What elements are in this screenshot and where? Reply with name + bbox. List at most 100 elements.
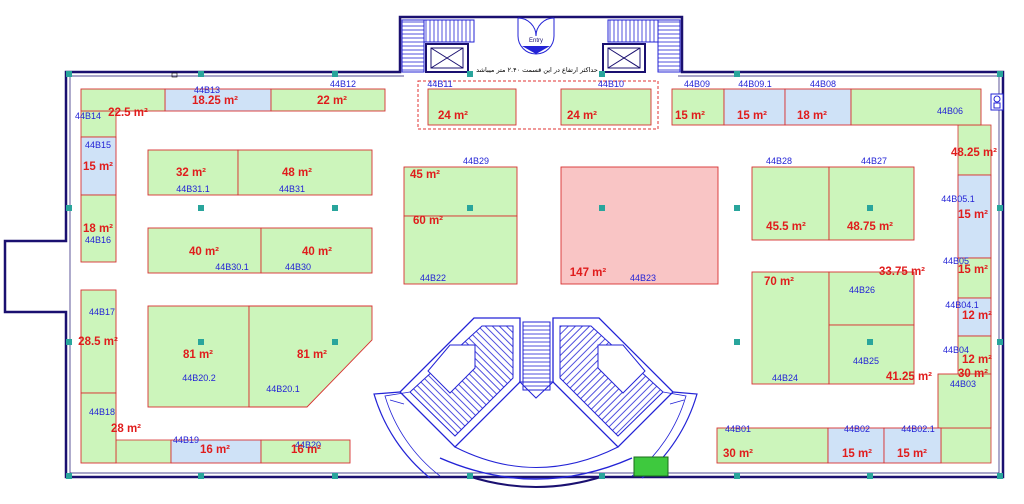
unit-id-label: 44B03 xyxy=(950,379,976,389)
unit-44B05-1[interactable]: 44B05.1 15 m² xyxy=(941,174,992,259)
unit-id-label: 44B16 xyxy=(85,235,111,245)
unit-area-label: 147 m² xyxy=(570,267,607,279)
unit-shape xyxy=(260,439,351,464)
column xyxy=(734,339,740,345)
unit-shape xyxy=(560,88,652,126)
unit-id-label: 44B08 xyxy=(810,79,836,89)
washroom-icon xyxy=(990,93,1004,111)
unit-area-label: 45.5 m² xyxy=(766,221,806,233)
unit-area-label: 16 m² xyxy=(291,444,321,456)
unit-area-label: 41.25 m² xyxy=(886,371,932,383)
column xyxy=(867,339,873,345)
unit-id-label: 44B01 xyxy=(725,424,751,434)
unit-id-label: 44B09.1 xyxy=(738,79,772,89)
unit-shape xyxy=(147,227,262,274)
corridor-strip xyxy=(957,124,992,176)
unit-id-label: 44B24 xyxy=(772,373,798,383)
column xyxy=(198,205,204,211)
corridor-strip xyxy=(115,439,172,464)
unit-area-label: 16 m² xyxy=(200,444,230,456)
columns-layer xyxy=(66,71,1003,479)
unit-shape xyxy=(147,149,239,196)
unit-id-label: 44B20 xyxy=(295,440,321,450)
unit-shape xyxy=(828,324,915,385)
unit-44B20-1[interactable]: 44B20.181 m² xyxy=(248,305,373,408)
unit-shape xyxy=(403,215,518,285)
unit-id-label: 44B05.1 xyxy=(941,194,975,204)
elevator-right xyxy=(602,43,646,73)
elevator-green xyxy=(633,456,669,477)
unit-44B04-1[interactable]: 44B04.112 m² xyxy=(945,297,992,337)
unit-44B31-1[interactable]: 44B31.132 m² xyxy=(147,149,239,196)
unit-shape xyxy=(427,88,517,126)
unit-id-label: 44B04.1 xyxy=(945,300,979,310)
unit-id-label: 44B31 xyxy=(279,184,305,194)
unit-id-label: 44B15 xyxy=(85,140,111,150)
unit-area-label: 18 m² xyxy=(83,223,113,235)
unit-id-label: 44B27 xyxy=(861,156,887,166)
unit-shape xyxy=(828,271,915,326)
unit-shape xyxy=(957,335,992,375)
unit-id-label: 44B23 xyxy=(630,273,656,283)
column xyxy=(734,473,740,479)
entry-arrow-icon xyxy=(522,46,550,54)
column xyxy=(467,71,473,77)
entry-doors xyxy=(517,17,555,55)
reserved-zone xyxy=(417,80,659,130)
unit-44B02-1[interactable]: 44B02.115 m² xyxy=(883,424,942,464)
unit-id-label: 44B30.1 xyxy=(215,262,249,272)
column xyxy=(198,71,204,77)
unit-44B30-1[interactable]: 44B30.140 m² xyxy=(147,227,262,274)
unit-id-label: 44B13 xyxy=(194,85,220,95)
unit-id-label: 44B20.2 xyxy=(182,373,216,383)
unit-id-label: 44B22 xyxy=(420,273,446,283)
column xyxy=(734,205,740,211)
unit-id-label: 44B12 xyxy=(330,79,356,89)
column xyxy=(599,473,605,479)
unit-shape xyxy=(671,88,725,126)
unit-shape xyxy=(248,305,373,408)
unit-area-label: 48.25 m² xyxy=(951,147,997,159)
unit-id-label: 44B10 xyxy=(598,79,624,89)
column xyxy=(867,205,873,211)
unit-shape xyxy=(80,392,117,464)
unit-shape xyxy=(80,289,117,394)
unit-44B23[interactable]: 44B23 147 m² xyxy=(560,166,719,285)
unit-shape xyxy=(80,194,117,263)
unit-area-label: 15 m² xyxy=(958,209,988,221)
unit-44B20-2[interactable]: 44B20.281 m² xyxy=(147,305,250,408)
column xyxy=(997,339,1003,345)
column xyxy=(332,473,338,479)
column xyxy=(599,205,605,211)
unit-44B09-1[interactable]: 44B09.115 m² xyxy=(723,79,786,126)
entry-stair-right xyxy=(607,19,681,73)
